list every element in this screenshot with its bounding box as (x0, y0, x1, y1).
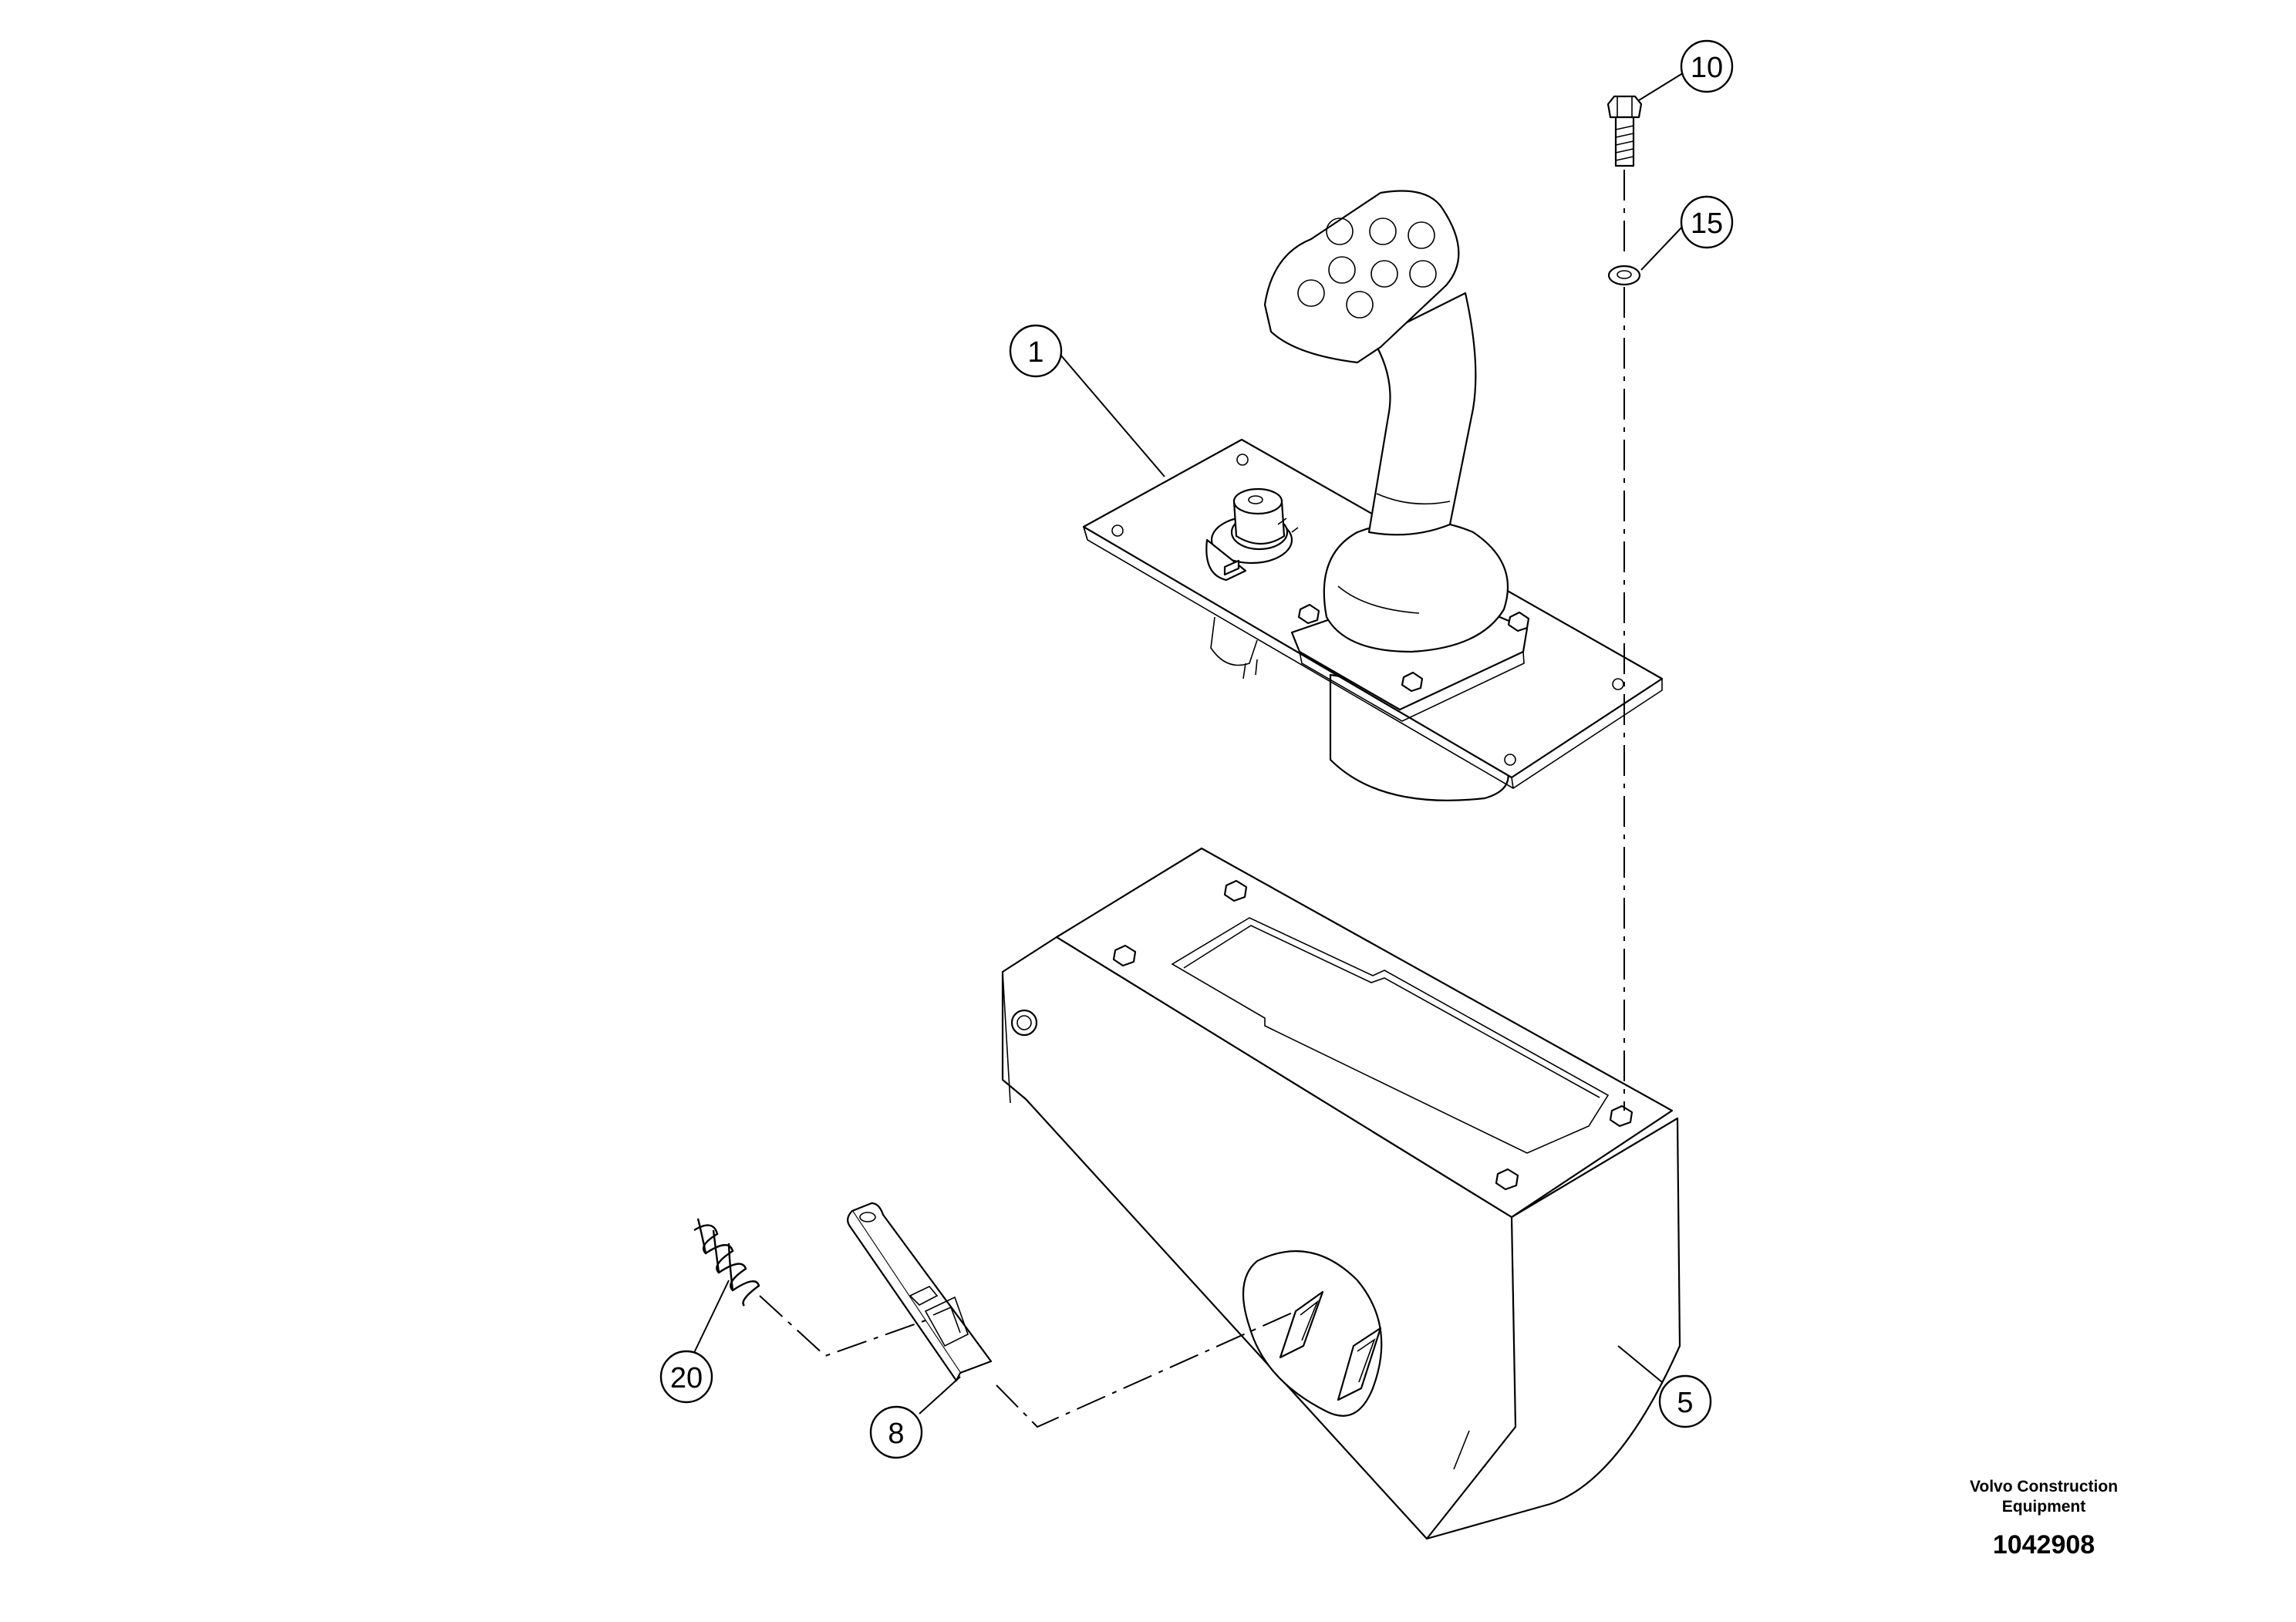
joystick-assembly-part-1 (1082, 190, 1664, 801)
grip-button (1409, 260, 1437, 288)
assembly-line-latch (996, 1310, 1296, 1428)
grip-button (1346, 291, 1374, 319)
callout-1: 1 (1009, 324, 1063, 378)
grip-button (1326, 218, 1354, 245)
bolt-part-10 (1607, 95, 1643, 167)
grip-button (1297, 279, 1325, 307)
svg-text:15: 15 (1691, 207, 1723, 240)
brand-line-1: Volvo Construction (1969, 1478, 2119, 1496)
brand-line-2: Equipment (2001, 1498, 2086, 1516)
drawing-number: 1042908 (1992, 1530, 2095, 1560)
assembly-line-spring (759, 1295, 926, 1357)
grip-button (1371, 260, 1398, 288)
callout-20: 20 (659, 1350, 713, 1404)
svg-text:10: 10 (1691, 52, 1723, 84)
housing-part-5 (1001, 847, 1681, 1540)
brand-block: Volvo Construction Equipment 1042908 (1913, 1477, 2175, 1562)
svg-text:8: 8 (888, 1418, 904, 1450)
svg-text:20: 20 (670, 1362, 703, 1394)
svg-text:5: 5 (1677, 1387, 1693, 1419)
ignition-switch (1205, 487, 1299, 582)
callout-5: 5 (1658, 1374, 1712, 1428)
grip-button (1328, 256, 1356, 284)
svg-text:1: 1 (1027, 336, 1043, 369)
housing-nut (1223, 879, 1248, 902)
housing-nut (1609, 1104, 1633, 1128)
callout-10: 10 (1680, 39, 1734, 93)
housing-nut (1495, 1168, 1519, 1191)
grip-button (1408, 221, 1435, 249)
callout-15: 15 (1680, 195, 1734, 249)
callout-8: 8 (869, 1405, 923, 1459)
washer-part-15 (1607, 265, 1641, 286)
latch-plate-part-8 (847, 1202, 993, 1382)
spring-part-20 (693, 1218, 760, 1307)
grip-button (1369, 218, 1397, 245)
housing-nut (1112, 944, 1137, 967)
